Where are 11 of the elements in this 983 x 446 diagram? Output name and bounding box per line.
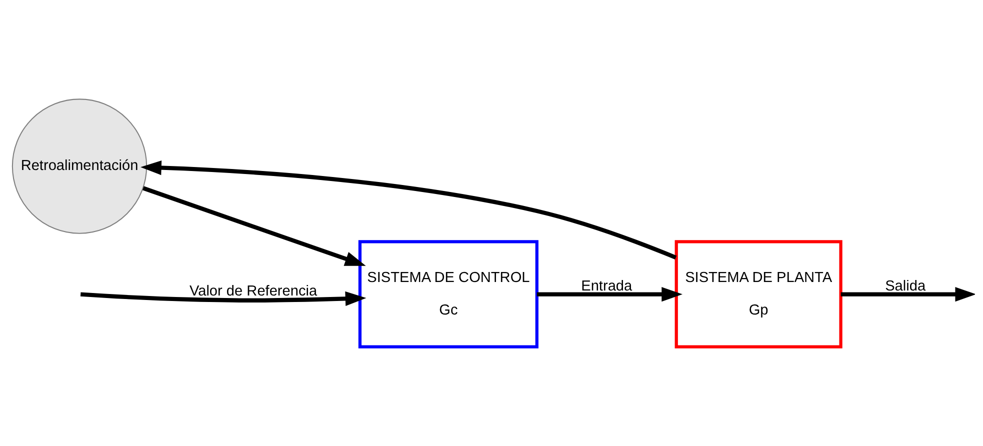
arrow [80, 291, 366, 306]
node-circle: Retroalimentación [12, 98, 148, 234]
arrow [142, 186, 366, 266]
arrow [140, 160, 677, 260]
node-box: SISTEMA DE CONTROL Gc [358, 240, 538, 348]
arrow [840, 286, 975, 302]
edge-label: Entrada [581, 278, 632, 294]
node-box: SISTEMA DE PLANTA Gp [674, 240, 842, 348]
arrow [536, 286, 682, 302]
edge-label: Valor de Referencia [189, 284, 318, 300]
edge-label: Salida [885, 278, 926, 294]
